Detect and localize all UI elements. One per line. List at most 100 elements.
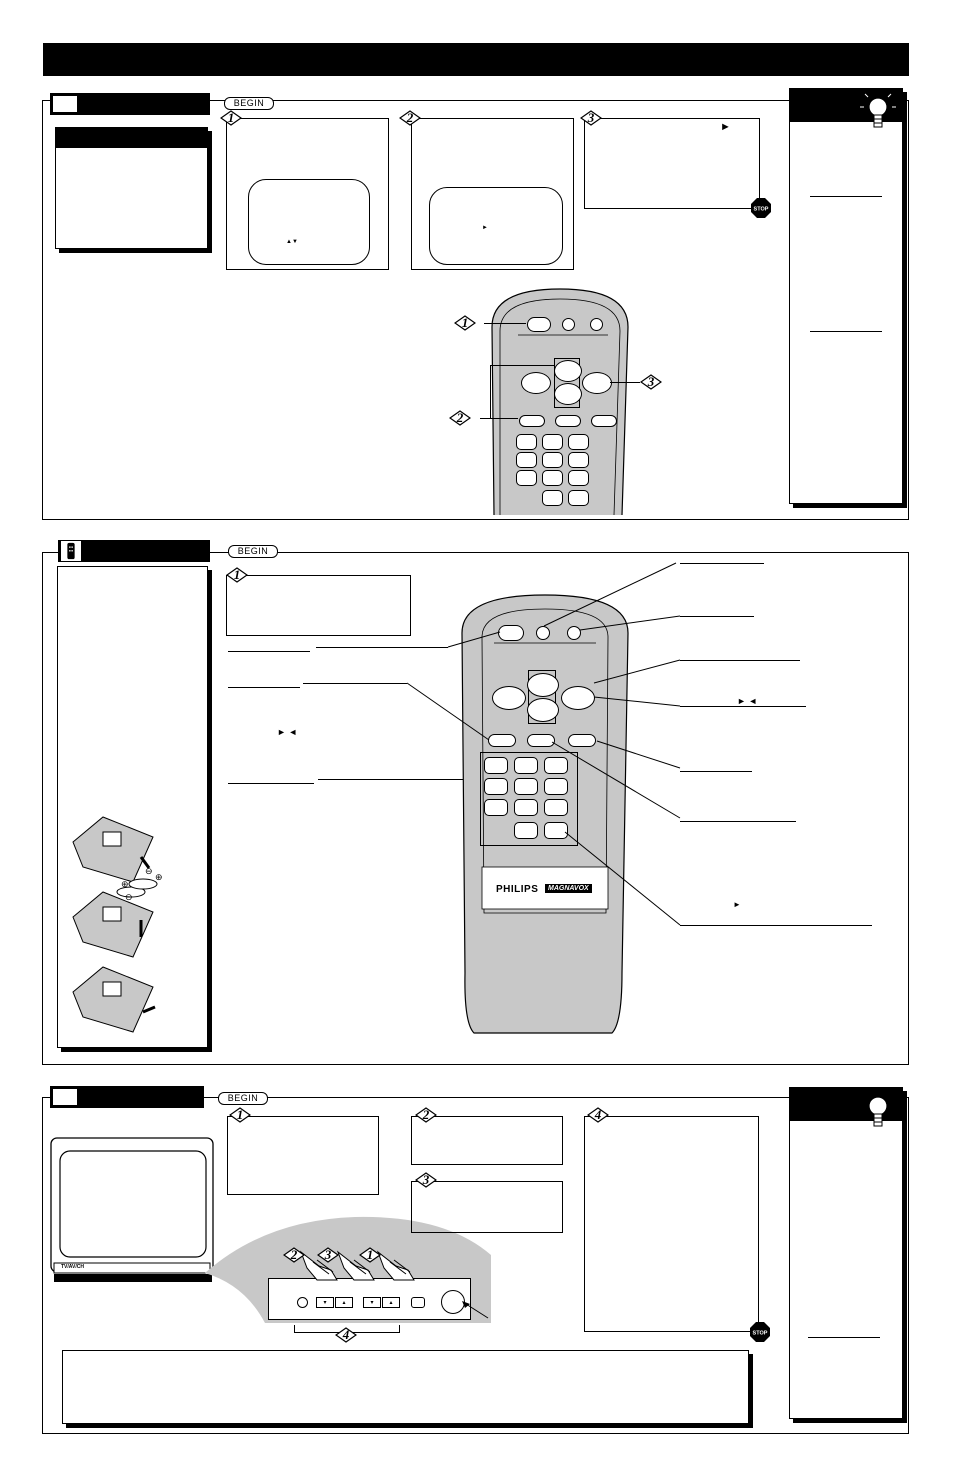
remote-number-key[interactable]	[516, 434, 537, 450]
remote-number-key[interactable]	[484, 799, 508, 816]
tv-icon	[52, 95, 78, 113]
remote-number-key[interactable]	[484, 778, 508, 795]
svg-text:⊕: ⊕	[121, 879, 129, 889]
battery-install-panel: ⊕ ⊕ ⊖ ⊖	[57, 566, 208, 1048]
remote-number-key[interactable]	[484, 757, 508, 774]
remote-down-button[interactable]	[527, 698, 559, 722]
step-4-badge: 4	[334, 1327, 358, 1343]
tip-divider	[810, 331, 882, 332]
channel-down-button[interactable]: ▾	[363, 1297, 381, 1308]
remote-number-key[interactable]	[568, 490, 589, 506]
remote-number-key[interactable]	[568, 434, 589, 450]
step-2-panel: ►	[411, 118, 574, 270]
section-3-title-bar	[50, 1086, 204, 1108]
section-3-frame	[42, 1097, 909, 1434]
remote-number-key[interactable]	[514, 778, 538, 795]
remote-brand-magnavox: MAGNAVOX	[545, 884, 592, 893]
remote-number-key[interactable]	[568, 470, 589, 486]
remote-button[interactable]	[527, 317, 551, 332]
pointing-hand-icon	[336, 1248, 376, 1282]
remote-left-button[interactable]	[521, 372, 551, 394]
remote-number-key[interactable]	[516, 470, 537, 486]
section-1-frame	[42, 100, 909, 520]
remote-button[interactable]	[527, 734, 555, 747]
tv-screen-display: ►	[429, 187, 563, 265]
remote-brand-philips: PHILIPS	[496, 884, 539, 895]
tv-front-label: TV/AV/CH	[61, 1264, 84, 1270]
remote-button[interactable]	[536, 626, 550, 640]
remote-icon	[60, 540, 82, 562]
remote-button[interactable]	[568, 734, 596, 747]
step-4-panel	[584, 1116, 759, 1332]
tip-box	[789, 1087, 903, 1419]
svg-text:⊕: ⊕	[155, 872, 163, 882]
step-3-badge: 3	[316, 1247, 340, 1263]
remote-number-key[interactable]	[542, 434, 563, 450]
step-3-badge: 3	[579, 110, 603, 126]
remote-down-button[interactable]	[554, 383, 582, 405]
svg-text:⊖: ⊖	[125, 892, 133, 902]
right-left-arrows-icon: ► ◄	[277, 727, 298, 737]
begin-badge: BEGIN	[224, 97, 274, 110]
right-arrow-icon: ►	[720, 121, 731, 133]
remote-left-button[interactable]	[492, 686, 526, 710]
remote-number-key[interactable]	[516, 452, 537, 468]
menu-button[interactable]	[411, 1297, 425, 1308]
remote-number-key[interactable]	[544, 757, 568, 774]
remote-button[interactable]	[567, 626, 581, 640]
remote-number-key[interactable]	[542, 470, 563, 486]
step-4-badge: 4	[586, 1107, 610, 1123]
volume-up-button[interactable]: ▴	[335, 1297, 353, 1308]
battery-install-illustration: ⊕ ⊕ ⊖ ⊖	[72, 816, 163, 1033]
page-header-bar	[43, 43, 909, 76]
stop-sign-icon: STOP	[750, 1322, 770, 1342]
callout-underline	[680, 563, 764, 564]
remote-number-key[interactable]	[544, 799, 568, 816]
remote-button[interactable]	[519, 415, 545, 427]
tv-set-illustration	[50, 1137, 214, 1283]
remote-button[interactable]	[555, 415, 581, 427]
step-2-badge: 2	[398, 110, 422, 126]
remote-power-button[interactable]	[498, 625, 524, 641]
step-2-badge: 2	[282, 1247, 306, 1263]
step-3-badge: 3	[639, 374, 663, 390]
svg-text:STOP: STOP	[753, 1331, 768, 1337]
remote-number-key[interactable]	[542, 452, 563, 468]
remote-button[interactable]	[562, 318, 575, 331]
tip-box	[789, 88, 903, 504]
callout-line	[480, 418, 518, 419]
callout-underline	[228, 783, 314, 784]
step-1-panel	[226, 575, 411, 636]
remote-number-key[interactable]	[544, 778, 568, 795]
remote-right-button[interactable]	[582, 372, 612, 394]
tip-divider	[808, 1337, 880, 1338]
channel-up-button[interactable]: ▴	[382, 1297, 400, 1308]
remote-number-key[interactable]	[568, 452, 589, 468]
remote-up-button[interactable]	[527, 673, 559, 697]
step-3-badge: 3	[414, 1172, 438, 1188]
remote-number-key[interactable]	[514, 799, 538, 816]
volume-down-button[interactable]: ▾	[316, 1297, 334, 1308]
step-1-badge: 1	[358, 1247, 382, 1263]
callout-line	[484, 323, 526, 324]
lightbulb-icon	[860, 93, 896, 133]
remote-button[interactable]	[488, 734, 516, 747]
remote-button[interactable]	[591, 415, 617, 427]
remote-number-key[interactable]	[542, 490, 563, 506]
power-indicator	[297, 1297, 308, 1308]
callout-line	[610, 382, 640, 383]
remote-number-key[interactable]	[544, 822, 568, 839]
remote-right-button[interactable]	[561, 686, 595, 710]
tip-divider	[810, 196, 882, 197]
remote-nav-cluster	[554, 358, 580, 408]
callout-underline	[680, 616, 754, 617]
begin-badge: BEGIN	[218, 1092, 268, 1105]
svg-text:⊖: ⊖	[145, 866, 153, 876]
section-2-frame	[42, 552, 909, 1065]
callout-underline	[680, 706, 806, 707]
remote-number-key[interactable]	[514, 822, 538, 839]
remote-button[interactable]	[590, 318, 603, 331]
remote-number-key[interactable]	[514, 757, 538, 774]
arrow-icon	[460, 1300, 490, 1320]
remote-up-button[interactable]	[554, 360, 582, 382]
